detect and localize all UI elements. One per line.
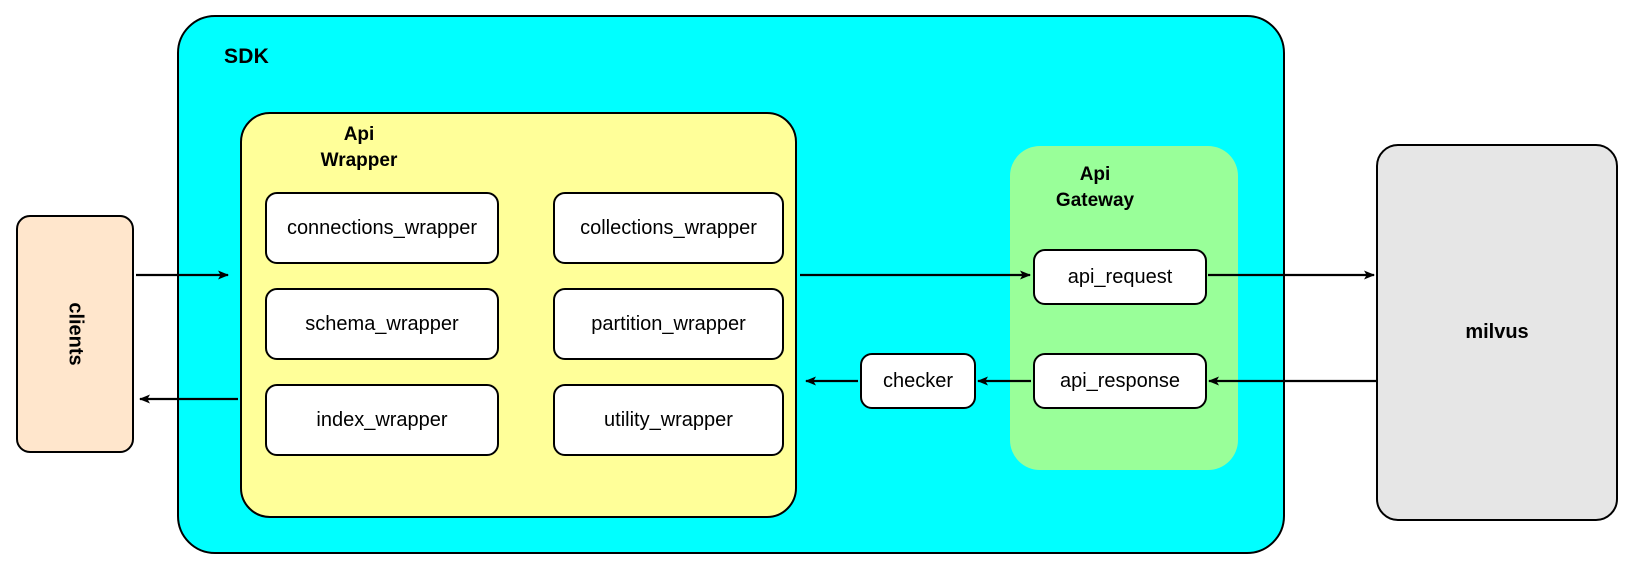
node-utility-wrapper[interactable]: utility_wrapper [553,384,784,456]
milvus-node[interactable]: milvus [1376,144,1618,521]
node-label: checker [882,369,954,392]
api-wrapper-label-line1: Api [343,124,375,145]
api-gateway-label-line1: Api [1079,164,1111,185]
node-api-response[interactable]: api_response [1033,353,1207,409]
node-collections-wrapper[interactable]: collections_wrapper [553,192,784,264]
node-connections-wrapper[interactable]: connections_wrapper [265,192,499,264]
node-label: collections_wrapper [580,216,757,239]
node-label: partition_wrapper [591,312,746,335]
api-gateway-label: Api Gateway [1020,162,1170,214]
node-api-request[interactable]: api_request [1033,249,1207,305]
node-label: index_wrapper [316,408,448,431]
clients-label: clients [64,302,87,366]
api-gateway-label-line2: Gateway [1055,190,1135,211]
node-label: utility_wrapper [604,408,733,431]
node-label: api_response [1059,369,1181,392]
node-label: schema_wrapper [305,312,459,335]
api-wrapper-label-line2: Wrapper [320,150,398,171]
api-wrapper-label: Api Wrapper [264,122,454,174]
clients-node[interactable]: clients [16,215,134,453]
node-schema-wrapper[interactable]: schema_wrapper [265,288,499,360]
node-label: connections_wrapper [286,216,478,239]
node-index-wrapper[interactable]: index_wrapper [265,384,499,456]
node-checker[interactable]: checker [860,353,976,409]
sdk-label: SDK [224,45,269,68]
node-label: api_request [1067,265,1173,288]
milvus-label: milvus [1465,321,1529,343]
node-partition-wrapper[interactable]: partition_wrapper [553,288,784,360]
api-gateway-container[interactable]: Api Gateway [1010,146,1238,470]
